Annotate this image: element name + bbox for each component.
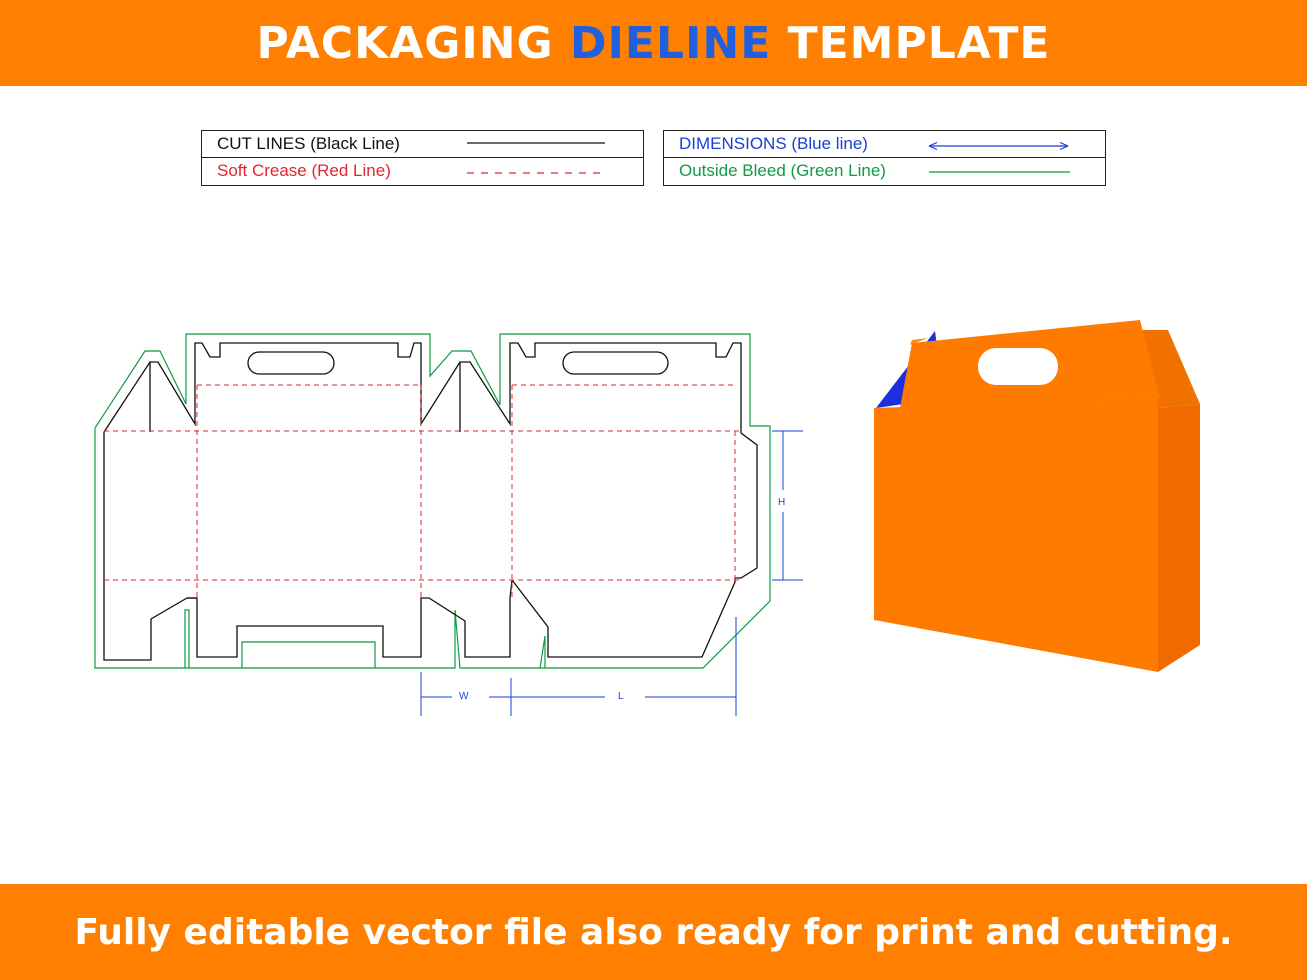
length-dimension-label: L — [618, 691, 624, 702]
box-3d-illustration — [874, 320, 1200, 672]
title-part2: TEMPLATE — [787, 17, 1051, 69]
legend-row-cut-lines: CUT LINES (Black Line) — [202, 131, 643, 158]
page-title: PACKAGING DIELINE TEMPLATE — [257, 18, 1051, 69]
bleed-outline — [94, 333, 771, 669]
crease-lines — [104, 384, 741, 598]
soft-crease-label: Soft Crease (Red Line) — [217, 161, 391, 180]
cut-line-sample-icon — [467, 142, 605, 144]
dimensions-label: DIMENSIONS (Blue line) — [679, 134, 868, 153]
legend-row-soft-crease: Soft Crease (Red Line) — [202, 158, 643, 185]
legend-left: CUT LINES (Black Line) Soft Crease (Red … — [201, 130, 644, 186]
header-banner: PACKAGING DIELINE TEMPLATE — [0, 0, 1307, 86]
box-handle-hole — [978, 348, 1058, 385]
crease-line-sample-icon — [467, 172, 605, 174]
title-part1: PACKAGING — [256, 17, 554, 69]
box-front-panel — [874, 398, 1158, 672]
box-side-panel — [1158, 404, 1200, 672]
cut-lines — [103, 342, 758, 661]
outside-bleed-label: Outside Bleed (Green Line) — [679, 161, 886, 180]
footer-banner: Fully editable vector file also ready fo… — [0, 884, 1307, 980]
legend-row-outside-bleed: Outside Bleed (Green Line) — [664, 158, 1105, 185]
footer-tagline: Fully editable vector file also ready fo… — [74, 911, 1233, 953]
height-dimension-label: H — [778, 497, 786, 508]
legend-right: DIMENSIONS (Blue line) Outside Bleed (Gr… — [663, 130, 1106, 186]
width-dimension-label: W — [459, 691, 469, 702]
title-accent: DIELINE — [570, 17, 772, 69]
cut-lines-label: CUT LINES (Black Line) — [217, 134, 400, 153]
box-top-fold — [910, 338, 928, 345]
dimension-line-sample-icon — [928, 141, 1069, 151]
legend-row-dimensions: DIMENSIONS (Blue line) — [664, 131, 1105, 158]
dimension-lines — [420, 430, 803, 716]
bleed-line-sample-icon — [929, 171, 1070, 173]
